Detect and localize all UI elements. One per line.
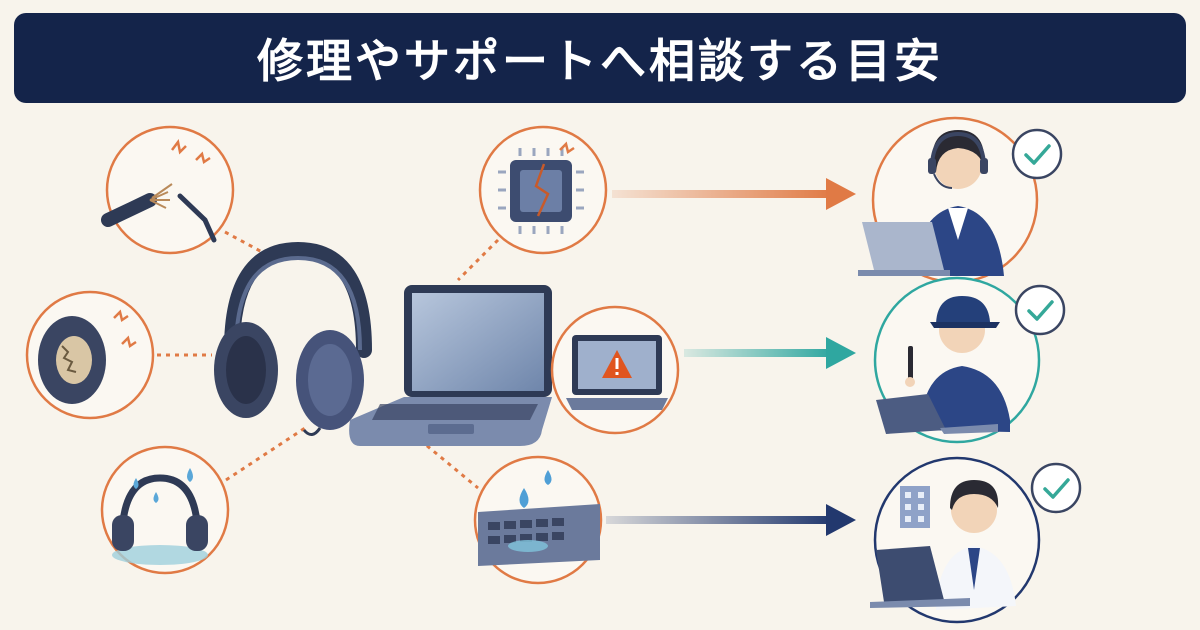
connector-chip	[456, 238, 500, 282]
technician-icon	[876, 296, 1010, 434]
headphones-illustration	[214, 241, 372, 436]
frayed-cable-icon	[101, 139, 217, 243]
title-banner: 修理やサポートへ相談する目安	[14, 13, 1186, 103]
damaged-chip-circle	[478, 125, 608, 255]
connector-wet	[225, 426, 306, 482]
check-badge-3	[1030, 462, 1082, 514]
check-icon	[1027, 300, 1054, 321]
laptop-illustration	[349, 285, 552, 446]
worn-ear-pad-circle	[25, 290, 155, 420]
office-staff-icon	[870, 480, 1016, 610]
error-screen-circle	[550, 305, 680, 435]
warning-laptop-icon	[566, 335, 668, 410]
wet-headphones-circle	[100, 445, 230, 575]
connector-keyboard	[419, 438, 479, 490]
wet-headphones-icon	[112, 468, 208, 565]
corporate-it-circle	[870, 456, 1041, 624]
arrow-to-corporate-it	[606, 504, 856, 536]
headset-agent-icon	[858, 130, 1004, 276]
arrow-to-support-center	[612, 178, 856, 210]
check-icon	[1043, 478, 1070, 499]
support-center-circle	[858, 116, 1039, 284]
check-badge-2	[1014, 284, 1066, 336]
connector-cable	[224, 230, 263, 254]
worn-ear-pad-icon	[38, 309, 137, 404]
cracked-chip-icon	[498, 141, 584, 234]
wet-keyboard-icon	[478, 470, 600, 566]
arrow-to-technician	[684, 337, 856, 369]
page-title: 修理やサポートへ相談する目安	[257, 34, 943, 88]
wet-keyboard-circle	[473, 455, 603, 585]
check-icon	[1024, 144, 1051, 165]
frayed-cable-circle	[101, 125, 235, 255]
repair-technician-circle	[873, 276, 1041, 444]
check-badge-1	[1011, 128, 1063, 180]
